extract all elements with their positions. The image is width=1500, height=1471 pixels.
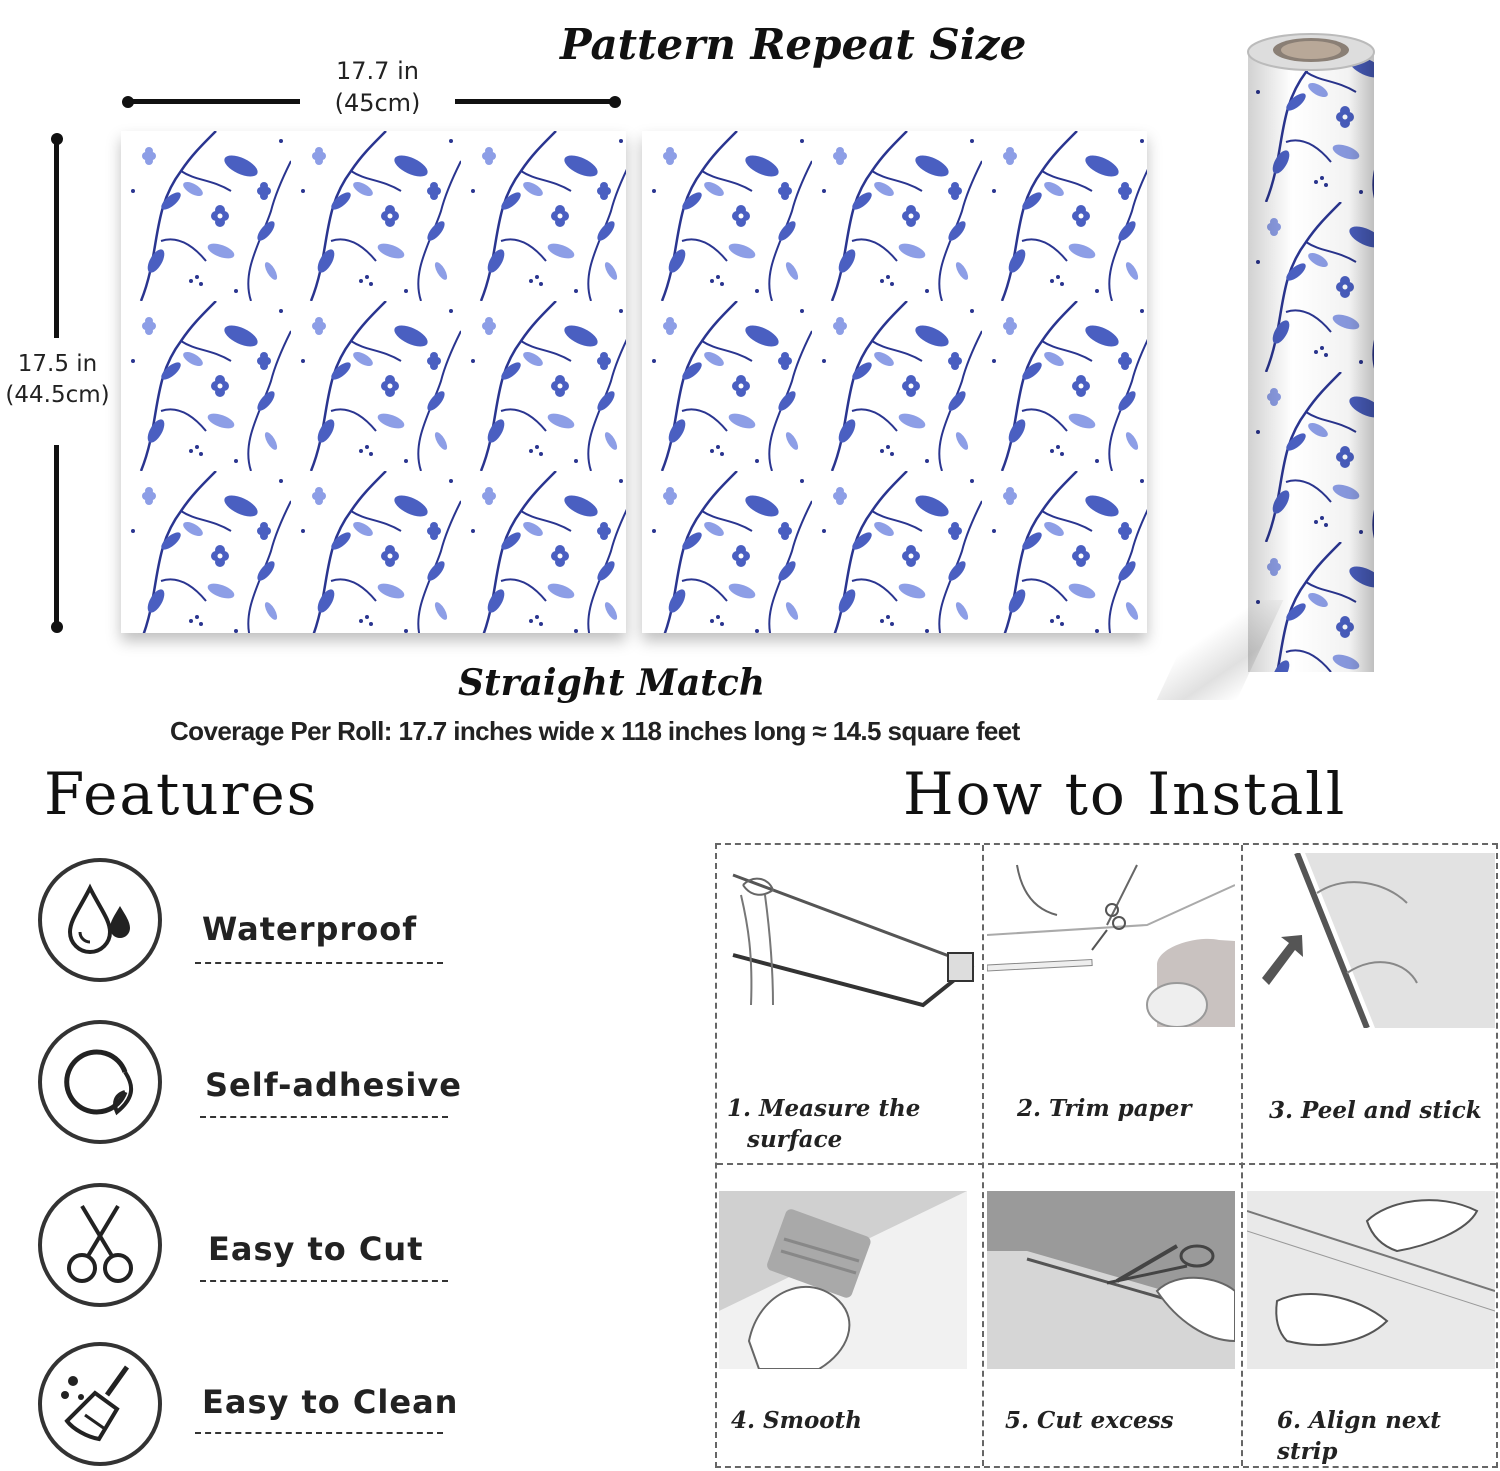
- step-5-illustration: [987, 1191, 1235, 1369]
- step-5-label-line1: 5. Cut excess: [1005, 1407, 1174, 1434]
- feature-easy-to-cut-circle: [38, 1183, 162, 1307]
- step-2-illustration: [987, 855, 1235, 1027]
- width-dim-inches: 17.7 in: [336, 57, 419, 85]
- grid-divider-h: [717, 1163, 1496, 1165]
- pattern-panel-right: [642, 131, 1147, 633]
- step-3-illustration: [1247, 853, 1495, 1028]
- feature-label: Easy to Clean: [202, 1383, 459, 1421]
- features-title: Features: [44, 760, 319, 828]
- wallpaper-roll: [1246, 32, 1376, 672]
- floral-pattern-image: [642, 131, 1147, 633]
- width-dim-label: 17.7 in (45cm): [300, 55, 455, 120]
- step-1-illustration: [723, 855, 977, 1025]
- step-5-label: 5. Cut excess: [1005, 1405, 1235, 1436]
- width-dim-end-dot: [609, 96, 621, 108]
- install-steps-grid: 1. Measure the surface 2. Trim paper: [715, 843, 1498, 1468]
- step-2-label-line1: 2. Trim paper: [1017, 1095, 1192, 1122]
- feature-label: Easy to Cut: [208, 1230, 424, 1268]
- height-dim-inches: 17.5 in: [17, 351, 98, 377]
- step-4-illustration: [719, 1191, 967, 1369]
- grid-divider-v1: [982, 845, 984, 1466]
- step-6-label-line1: 6. Align next strip: [1277, 1407, 1441, 1466]
- pattern-panel-left: [121, 131, 626, 633]
- width-dim-cm: (45cm): [334, 89, 421, 118]
- width-dim-line-right: [455, 99, 615, 104]
- feature-divider: [195, 962, 443, 964]
- feature-self-adhesive-circle: [38, 1020, 162, 1144]
- step-6-illustration: [1247, 1191, 1495, 1369]
- measure-illustration: [732, 873, 975, 1008]
- broom-icon: [61, 1365, 130, 1442]
- roll-image: [1247, 33, 1375, 672]
- step-3-label-line1: 3. Peel and stick: [1269, 1097, 1482, 1124]
- align-strip-illustration: [1247, 1191, 1495, 1369]
- straight-match-title: Straight Match: [458, 662, 766, 704]
- feature-label: Waterproof: [202, 910, 418, 948]
- height-dim-line-top: [54, 138, 59, 338]
- step-6-label: 6. Align next strip: [1277, 1405, 1497, 1467]
- floral-pattern-image: [121, 131, 626, 633]
- cut-excess-illustration: [987, 1191, 1235, 1369]
- smooth-illustration: [719, 1191, 967, 1369]
- height-dim-end-dot: [51, 621, 63, 633]
- scissors-icon: [67, 1204, 133, 1283]
- sticker-peel-icon: [64, 1049, 134, 1116]
- coverage-text: Coverage Per Roll: 17.7 inches wide x 11…: [170, 716, 1020, 746]
- feature-divider: [200, 1280, 448, 1282]
- feature-label: Self-adhesive: [205, 1066, 462, 1104]
- feature-easy-to-clean-circle: [38, 1342, 162, 1466]
- step-1-label-line2: surface: [747, 1126, 843, 1154]
- height-dim-cm: (44.5cm): [5, 382, 110, 409]
- step-4-label-line1: 4. Smooth: [731, 1407, 862, 1434]
- width-dim-line-left: [128, 99, 300, 104]
- water-drops-icon: [67, 883, 130, 954]
- feature-divider: [195, 1432, 443, 1434]
- feature-waterproof-circle: [38, 858, 162, 982]
- step-1-label: 1. Measure the surface: [727, 1093, 977, 1155]
- height-dim-label: 17.5 in (44.5cm): [0, 349, 115, 411]
- step-1-label-line1: 1. Measure the: [727, 1095, 921, 1122]
- step-4-label: 4. Smooth: [731, 1405, 971, 1436]
- step-2-label: 2. Trim paper: [1017, 1093, 1237, 1124]
- pattern-repeat-title: Pattern Repeat Size: [560, 20, 1027, 69]
- trim-illustration: [987, 864, 1235, 1027]
- height-dim-line-bottom: [54, 445, 59, 625]
- install-title: How to Install: [903, 760, 1347, 828]
- grid-divider-v2: [1241, 845, 1243, 1466]
- peel-stick-illustration: [1247, 853, 1495, 1028]
- step-3-label: 3. Peel and stick: [1269, 1095, 1494, 1126]
- feature-divider: [200, 1116, 448, 1118]
